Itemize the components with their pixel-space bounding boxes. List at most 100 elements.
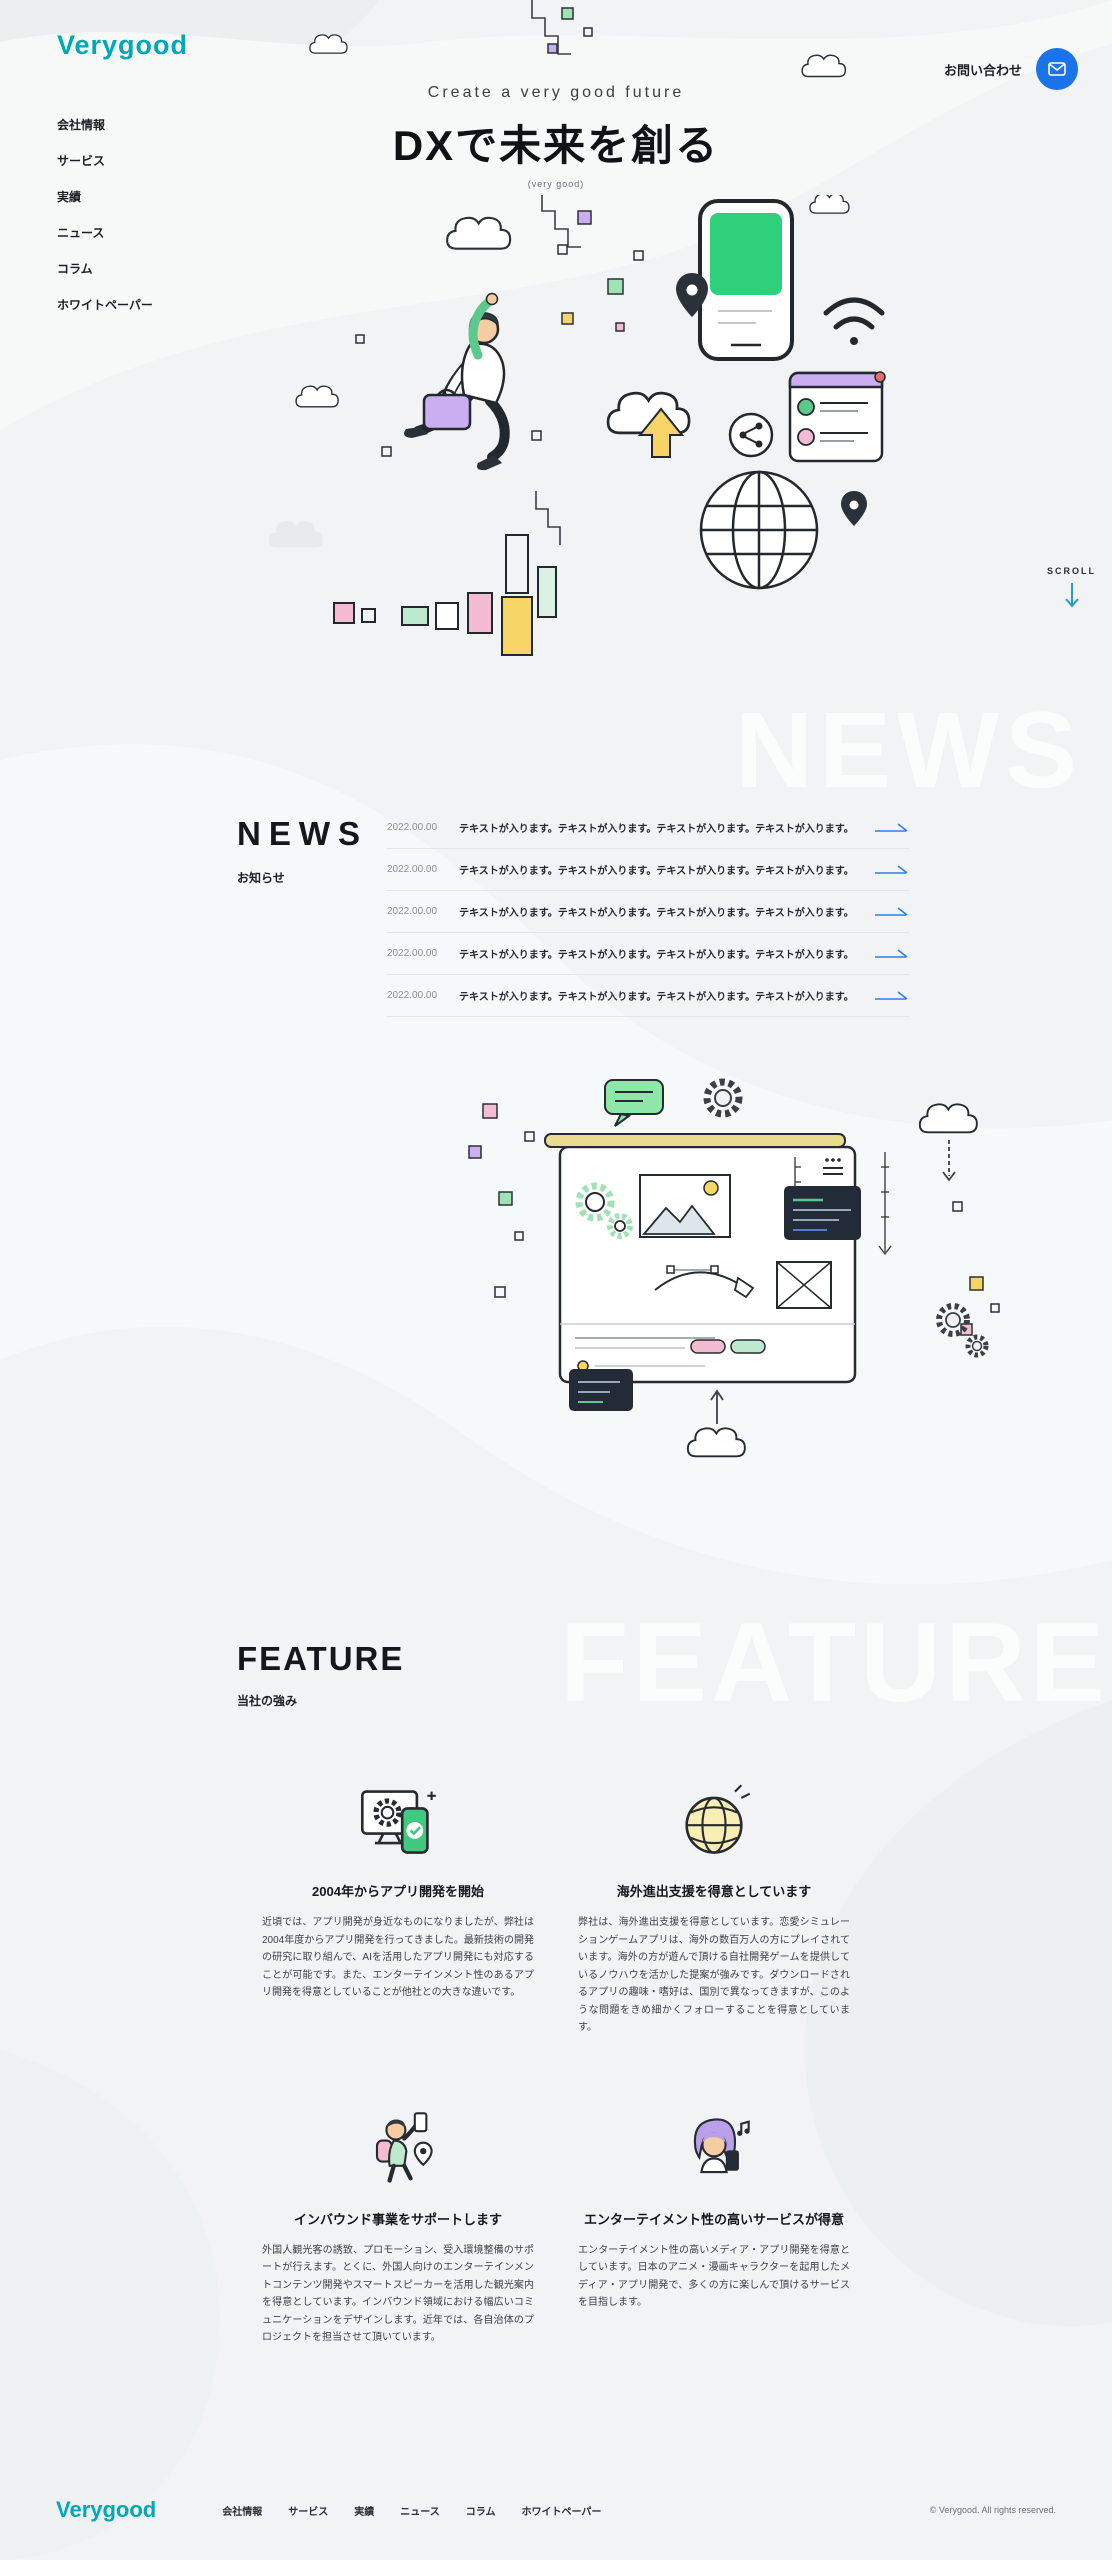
top-decor [309, 0, 847, 78]
feature-body: 外国人観光客の誘致、プロモーション、受入環境整備のサポートが行えます。とくに、外… [262, 2244, 534, 2344]
upload-cloud-icon [606, 391, 691, 458]
news-list: 2022.00.00 テキストが入ります。テキストが入ります。テキストが入ります… [387, 817, 909, 1017]
news-heading-block: NEWS お知らせ [237, 815, 387, 1017]
gear-icon [936, 1303, 989, 1358]
briefcase-icon [422, 388, 472, 431]
news-date: 2022.00.00 [387, 822, 438, 833]
feature-subheading: 当社の強み [237, 1694, 298, 1708]
feature-title: 2004年からアプリ開発を開始 [312, 1884, 484, 1899]
sidebar-item-whitepaper[interactable]: ホワイトペーパー [57, 298, 153, 312]
gear-icon [703, 1078, 743, 1118]
contact-label[interactable]: お問い合わせ [943, 62, 1022, 78]
code-block [784, 1186, 861, 1240]
image-placeholder [639, 1174, 731, 1238]
sidebar-item-company[interactable]: 会社情報 [57, 118, 106, 132]
feature-title: エンターテイメント性の高いサービスが得意 [583, 2211, 844, 2227]
news-item[interactable]: 2022.00.00 テキストが入ります。テキストが入ります。テキストが入ります… [387, 933, 909, 975]
scroll-down-arrow-icon [1064, 583, 1079, 608]
news-subheading: お知らせ [237, 871, 285, 885]
feature-heading: FEATURE [237, 1640, 405, 1677]
news-item[interactable]: 2022.00.00 テキストが入ります。テキストが入ります。テキストが入ります… [387, 891, 909, 933]
development-illustration [455, 1072, 1015, 1472]
pen-tool-icon [654, 1265, 755, 1299]
scroll-indicator[interactable]: SCROLL [1047, 566, 1096, 609]
sidebar-item-column[interactable]: コラム [57, 262, 93, 276]
footer-nav: 会社情報 サービス 実績 ニュース コラム ホワイトペーパー [222, 2503, 601, 2518]
sidebar-item-works[interactable]: 実績 [57, 190, 82, 204]
mail-icon [1048, 62, 1066, 76]
global-expansion-icon [685, 1784, 751, 1854]
footer-brand-logo[interactable]: Verygood [56, 2497, 157, 2522]
arrow-right-icon [875, 822, 908, 832]
feature-body: 近頃では、アプリ開発が身近なものになりましたが、弊社は2004年度からアプリ開発… [262, 1917, 534, 1998]
feature-heading-block: FEATURE 当社の強み [237, 1640, 1112, 1709]
news-text: テキストが入ります。テキストが入ります。テキストが入ります。テキストが入ります。 [459, 950, 854, 961]
hero-title-note: (very good) [527, 179, 585, 189]
news-item[interactable]: 2022.00.00 テキストが入ります。テキストが入ります。テキストが入ります… [387, 817, 909, 849]
arrow-right-icon [875, 906, 908, 916]
download-cloud-icon [918, 1103, 978, 1182]
footer: Verygood 会社情報 サービス 実績 ニュース コラム ホワイトペーパー … [0, 2460, 1112, 2560]
news-text: テキストが入ります。テキストが入ります。テキストが入ります。テキストが入ります。 [459, 866, 854, 877]
footer-link-whitepaper[interactable]: ホワイトペーパー [521, 2506, 602, 2518]
news-item[interactable]: 2022.00.00 テキストが入ります。テキストが入ります。テキストが入ります… [387, 975, 909, 1017]
footer-link-column[interactable]: コラム [465, 2506, 496, 2518]
feature-card: 海外進出支援を得意としています 弊社は、海外進出支援を得意としています。恋愛シミ… [578, 1779, 850, 2037]
news-text: テキストが入ります。テキストが入ります。テキストが入ります。テキストが入ります。 [459, 824, 854, 835]
feature-grid: 2004年からアプリ開発を開始 近頃では、アプリ開発が身近なものになりましたが、… [262, 1779, 850, 2347]
feature-watermark: FEATURE [560, 1600, 1109, 1725]
feature-card: インバウンド事業をサポートします 外国人観光客の誘致、プロモーション、受入環境整… [262, 2107, 534, 2347]
contact-button[interactable] [1036, 48, 1078, 90]
placeholder-box [776, 1261, 832, 1309]
entertainment-icon [693, 2117, 750, 2173]
news-heading: NEWS [237, 815, 368, 852]
footer-link-works[interactable]: 実績 [354, 2506, 375, 2518]
arrow-right-icon [875, 990, 908, 1000]
news-date: 2022.00.00 [387, 948, 438, 959]
feature-body: 弊社は、海外進出支援を得意としています。恋愛シミュレーションゲームアプリは、海外… [578, 1917, 850, 2033]
smartphone-icon [698, 199, 794, 361]
news-date: 2022.00.00 [387, 864, 438, 875]
news-date: 2022.00.00 [387, 906, 438, 917]
hero-section: Create a very good future DXで未来を創る (very… [0, 0, 1112, 665]
feature-body: エンターテイメント性の高いメディア・アプリ開発を得意としています。日本のアニメ・… [578, 2244, 850, 2309]
speech-bubble-icon [604, 1079, 664, 1127]
scroll-label: SCROLL [1047, 566, 1096, 576]
sidebar-item-service[interactable]: サービス [57, 154, 106, 168]
footer-link-company[interactable]: 会社情報 [222, 2506, 263, 2518]
globe-icon [699, 470, 819, 590]
upload-cloud-icon [686, 1389, 746, 1458]
feature-title: インバウンド事業をサポートします [293, 2211, 502, 2227]
arrow-right-icon [875, 864, 908, 874]
feature-section: FEATURE FEATURE 当社の強み 2004年からアプリ開発を開始 近頃… [0, 1600, 1112, 2347]
wireframe-rows [560, 1323, 855, 1372]
wifi-icon [823, 297, 885, 345]
news-text: テキストが入ります。テキストが入ります。テキストが入ります。テキストが入ります。 [459, 992, 854, 1003]
inbound-support-icon [375, 2111, 433, 2183]
footer-link-news[interactable]: ニュース [400, 2506, 440, 2518]
gear-icon [575, 1182, 633, 1239]
running-man [404, 292, 510, 471]
share-icon [728, 412, 774, 458]
hero-illustration [206, 193, 906, 665]
feature-card: エンターテイメント性の高いサービスが得意 エンターテイメント性の高いメディア・ア… [578, 2107, 850, 2347]
news-text: テキストが入ります。テキストが入ります。テキストが入ります。テキストが入ります。 [459, 908, 854, 919]
news-watermark: NEWS [735, 689, 1083, 810]
news-date: 2022.00.00 [387, 990, 438, 1001]
brand-logo[interactable]: Verygood [57, 30, 189, 60]
footer-link-service[interactable]: サービス [288, 2506, 329, 2518]
hero-title: DXで未来を創る [392, 122, 720, 169]
browser-window [544, 1133, 861, 1411]
contact-area: お問い合わせ [944, 48, 1078, 90]
hero-subtitle: Create a very good future [427, 84, 685, 101]
menu-dots-icon [823, 1158, 843, 1175]
news-item[interactable]: 2022.00.00 テキストが入ります。テキストが入ります。テキストが入ります… [387, 849, 909, 891]
feature-card: 2004年からアプリ開発を開始 近頃では、アプリ開発が身近なものになりましたが、… [262, 1779, 534, 2037]
arrow-right-icon [875, 948, 908, 958]
contact-card [788, 371, 886, 463]
copyright-text: © Verygood. All rights reserved. [929, 2505, 1056, 2515]
app-development-icon [360, 1790, 436, 1854]
sidebar-nav: 会社情報 サービス 実績 ニュース コラム ホワイトペーパー [57, 116, 153, 313]
sidebar-item-news[interactable]: ニュース [57, 226, 105, 240]
